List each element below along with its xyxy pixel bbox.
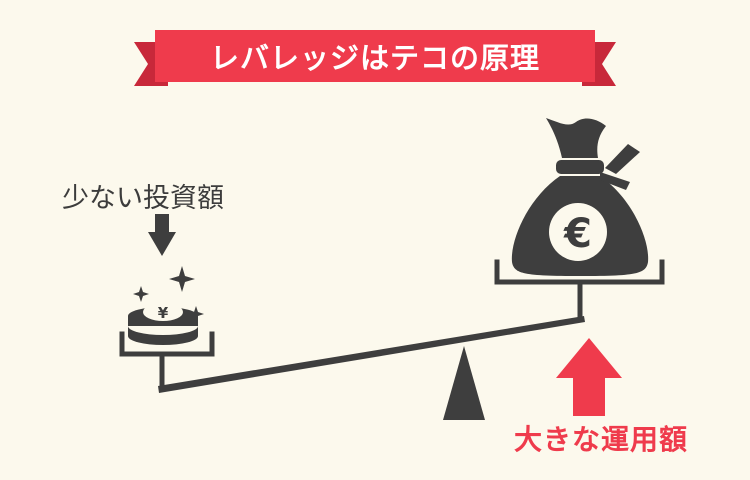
coin-symbol: ¥ xyxy=(158,304,169,322)
yen-coin-icon: ¥ xyxy=(128,303,198,345)
large-operation-label: 大きな運用額 xyxy=(513,423,688,456)
down-arrow-icon xyxy=(148,214,176,256)
money-bag-icon: € xyxy=(511,118,649,276)
up-arrow-icon xyxy=(556,338,622,416)
page-title: レバレッジはテコの原理 xyxy=(209,41,540,75)
banner-body xyxy=(155,30,595,82)
left-pan xyxy=(119,331,215,392)
right-pan xyxy=(494,259,665,321)
fulcrum xyxy=(443,346,485,420)
small-investment-label: 少ない投資額 xyxy=(62,183,224,214)
bag-symbol: € xyxy=(563,211,592,257)
lever-beam xyxy=(158,316,585,393)
title-banner xyxy=(134,30,616,86)
